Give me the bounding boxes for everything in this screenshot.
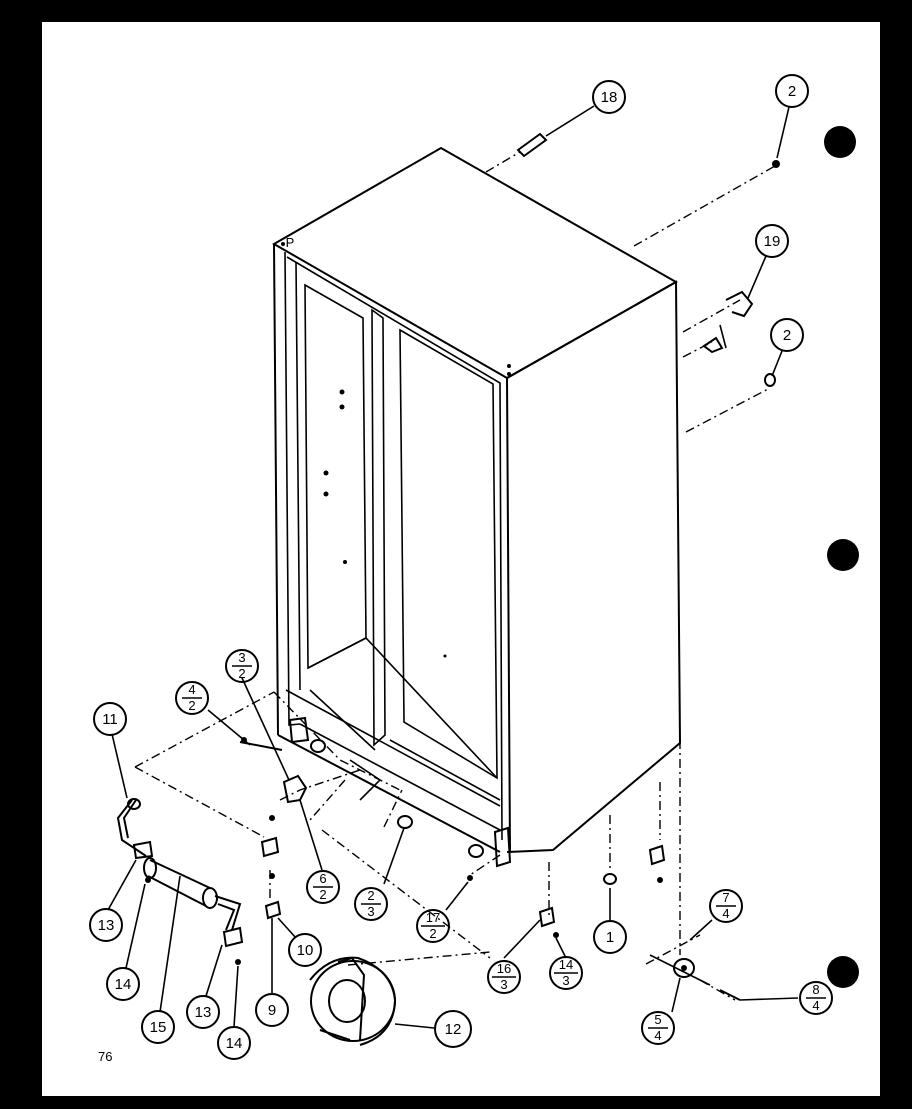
callout-10: 10 — [288, 933, 322, 967]
svg-text:11: 11 — [102, 711, 118, 728]
callout-2-top: 2 — [775, 74, 809, 108]
svg-text:2: 2 — [783, 327, 791, 344]
svg-text:13: 13 — [98, 917, 115, 934]
callout-6-over-2: 62 — [306, 870, 340, 904]
svg-text:18: 18 — [601, 89, 618, 106]
svg-text:10: 10 — [297, 942, 314, 959]
callout-17-over-2: 172 — [416, 909, 450, 943]
svg-text:4: 4 — [812, 998, 819, 1013]
svg-text:17: 17 — [426, 910, 440, 925]
svg-text:4: 4 — [654, 1028, 661, 1043]
callout-15: 15 — [141, 1010, 175, 1044]
callout-14-left: 14 — [106, 967, 140, 1001]
svg-text:2: 2 — [238, 666, 245, 681]
svg-text:19: 19 — [764, 233, 781, 250]
svg-text:3: 3 — [238, 650, 245, 665]
svg-text:1: 1 — [606, 929, 614, 946]
svg-text:7: 7 — [722, 890, 729, 905]
svg-text:2: 2 — [319, 887, 326, 902]
callout-4-over-2: 42 — [175, 681, 209, 715]
binder-hole-top — [824, 126, 856, 158]
svg-text:2: 2 — [367, 888, 374, 903]
binder-hole-middle — [827, 539, 859, 571]
svg-text:4: 4 — [722, 906, 729, 921]
svg-text:2: 2 — [188, 698, 195, 713]
callout-1: 1 — [593, 920, 627, 954]
svg-text:6: 6 — [319, 871, 326, 886]
callout-5-over-4: 54 — [641, 1011, 675, 1045]
svg-text:4: 4 — [188, 682, 195, 697]
svg-text:5: 5 — [654, 1012, 661, 1027]
svg-text:15: 15 — [150, 1019, 167, 1036]
svg-text:14: 14 — [226, 1035, 243, 1052]
svg-text:9: 9 — [268, 1002, 276, 1019]
binder-hole-bottom — [827, 956, 859, 988]
svg-text:3: 3 — [562, 973, 569, 988]
callout-2-over-3: 23 — [354, 887, 388, 921]
callout-13-left: 13 — [89, 908, 123, 942]
page-number: 76 — [98, 1049, 112, 1064]
callout-18: 18 — [592, 80, 626, 114]
svg-text:14: 14 — [559, 957, 573, 972]
callout-13-right: 13 — [186, 995, 220, 1029]
svg-text:3: 3 — [367, 904, 374, 919]
refrigerator-cabinet: P — [271, 146, 682, 868]
svg-text:2: 2 — [788, 83, 796, 100]
callout-14-right: 14 — [217, 1026, 251, 1060]
callout-7-over-4: 74 — [709, 889, 743, 923]
svg-text:3: 3 — [500, 977, 507, 992]
svg-text:P: P — [286, 235, 295, 250]
svg-text:8: 8 — [812, 982, 819, 997]
svg-text:14: 14 — [115, 976, 132, 993]
callout-leaders — [107, 105, 799, 1029]
paper — [42, 22, 880, 1096]
svg-text:2: 2 — [429, 926, 436, 941]
callout-19: 19 — [755, 224, 789, 258]
svg-text:16: 16 — [497, 961, 511, 976]
callout-16-over-3: 163 — [487, 960, 521, 994]
callout-9: 9 — [255, 993, 289, 1027]
callout-2-mid: 2 — [770, 318, 804, 352]
svg-text:13: 13 — [195, 1004, 212, 1021]
svg-text:12: 12 — [445, 1021, 462, 1038]
callout-14-over-3: 143 — [549, 956, 583, 990]
callout-12: 12 — [434, 1010, 472, 1048]
callout-3-over-2: 32 — [225, 649, 259, 683]
callout-8-over-4: 84 — [799, 981, 833, 1015]
callout-11: 11 — [93, 702, 127, 736]
leader-lines — [134, 151, 776, 1001]
